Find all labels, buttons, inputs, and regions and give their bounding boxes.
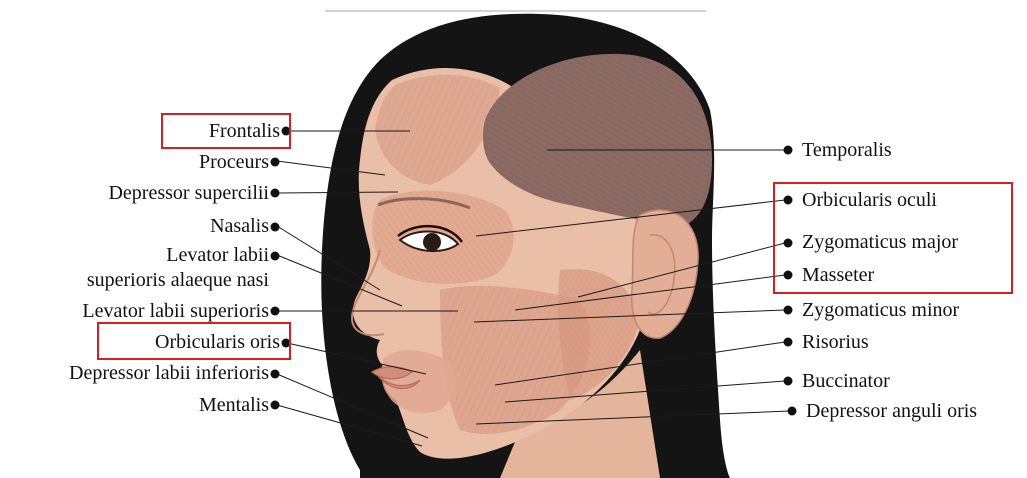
label-orbicularis-oculi: Orbicularis oculi	[802, 188, 937, 212]
label-zygomaticus-minor: Zygomaticus minor	[802, 298, 959, 322]
label-orbicularis-oris: Orbicularis oris	[155, 330, 280, 354]
label-risorius: Risorius	[802, 330, 869, 354]
label-buccinator: Buccinator	[802, 369, 890, 393]
label-levator-labii-line2: superioris alaeque nasi	[87, 268, 269, 292]
label-temporalis: Temporalis	[802, 138, 892, 162]
label-frontalis: Frontalis	[209, 119, 280, 143]
label-depressor-anguli-oris: Depressor anguli oris	[806, 399, 977, 423]
label-depressor-labii-inferioris: Depressor labii inferioris	[69, 361, 269, 385]
label-proceurs: Proceurs	[199, 150, 269, 174]
label-nasalis: Nasalis	[210, 214, 269, 238]
label-depressor-supercilii: Depressor supercilii	[108, 181, 269, 205]
label-levator-labii-line1: Levator labii	[166, 243, 269, 267]
label-masseter: Masseter	[802, 263, 874, 287]
label-mentalis: Mentalis	[199, 393, 269, 417]
label-zygomaticus-major: Zygomaticus major	[802, 230, 958, 254]
label-levator-labii-superioris: Levator labii superioris	[82, 299, 269, 323]
